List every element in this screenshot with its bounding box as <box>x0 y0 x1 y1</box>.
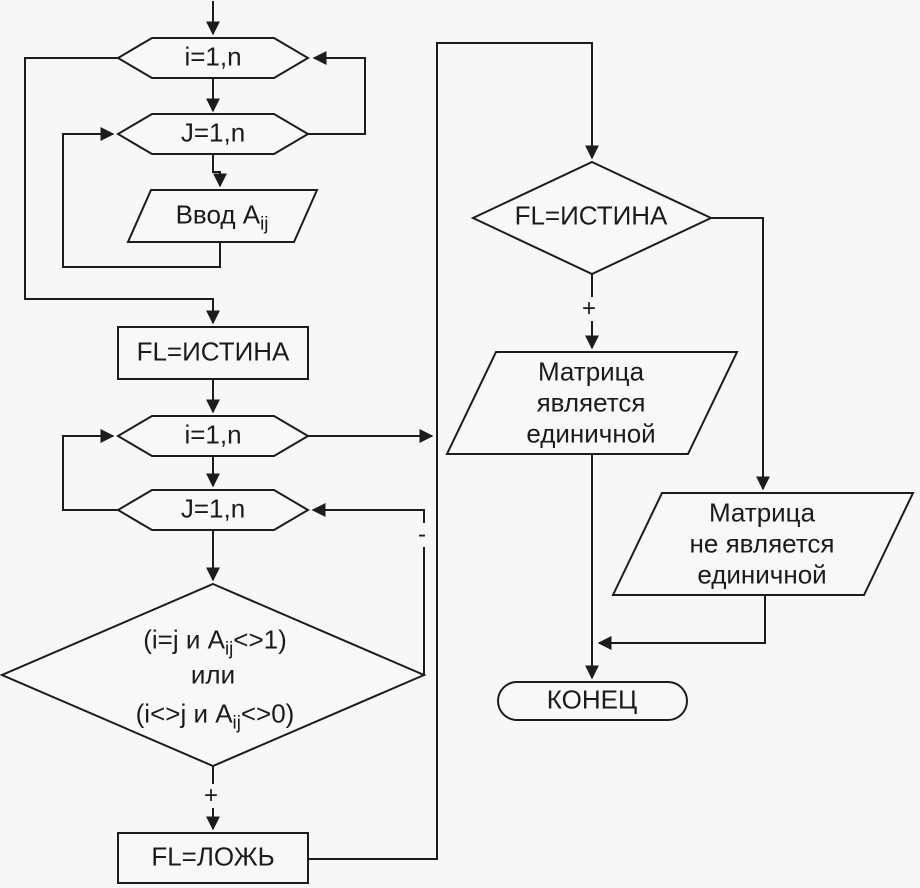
end-label: КОНЕЦ <box>546 684 638 715</box>
condition-true-label: + <box>199 784 223 808</box>
check-flag-diamond <box>470 160 714 276</box>
loop2-i-label: i=1,n <box>184 419 242 450</box>
edge-loop2j-back-to-loop2i <box>62 429 118 511</box>
check-flag-label: FL=ИСТИНА <box>514 200 668 231</box>
condition-line3: (i<>j и Aij<>0) <box>135 698 295 733</box>
edge-condition-false-to-loop2j <box>311 503 425 675</box>
loop1-i-hexagon <box>116 37 310 79</box>
loop2-j-hexagon <box>116 489 310 531</box>
condition-line1: (i=j и Aij<>1) <box>143 624 287 659</box>
loop1-i-label: i=1,n <box>184 41 242 72</box>
end-terminator <box>497 681 688 721</box>
condition-false-label: - <box>414 523 430 547</box>
flag-true-label: + <box>577 297 601 321</box>
edge-loop1j-to-input <box>212 154 227 188</box>
set-true-rectangle <box>117 326 309 380</box>
loop1-j-label: J=1,n <box>180 117 246 148</box>
input-aij-label: Ввод Aij <box>175 199 269 234</box>
condition-diamond <box>0 582 427 768</box>
edge-loop1j-back-to-loop1i <box>308 51 366 135</box>
loop2-i-hexagon <box>116 415 310 457</box>
loop2-j-label: J=1,n <box>180 493 246 524</box>
output-not-identity-parallelogram <box>611 492 915 596</box>
output-identity-parallelogram <box>445 351 739 455</box>
edge-setfalse-riser-to-checkflag <box>308 42 599 860</box>
edge-loop1i-exit-to-settrue <box>24 57 220 325</box>
set-true-label: FL=ИСТИНА <box>136 336 290 367</box>
input-aij-parallelogram <box>126 189 319 243</box>
set-false-rectangle <box>117 832 309 884</box>
edge-input-back-to-loop1j <box>62 127 221 268</box>
set-false-label: FL=ЛОЖЬ <box>151 841 275 872</box>
edge-notidentity-merge <box>597 595 766 650</box>
output-not-identity-label: Матрица не является единичной <box>689 497 835 590</box>
edge-checkflag-false-to-notidentity <box>711 217 770 491</box>
output-identity-label: Матрица является единичной <box>526 356 656 449</box>
loop1-j-hexagon <box>116 113 310 155</box>
condition-line2: или <box>190 659 236 690</box>
